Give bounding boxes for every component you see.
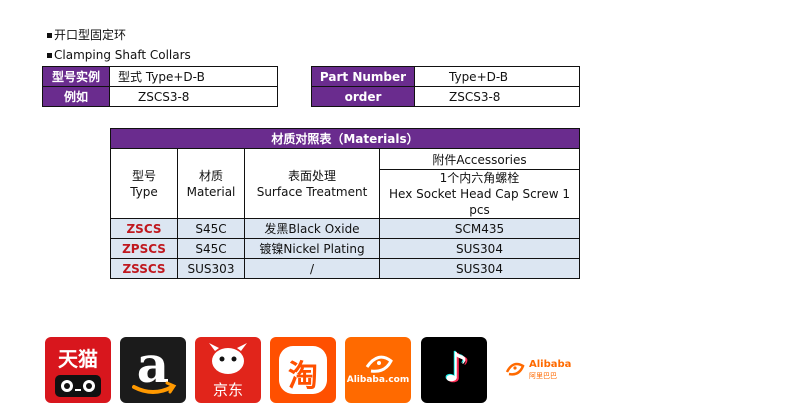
taobao-badge xyxy=(279,346,327,394)
tiktok-icon[interactable]: ♪ ♪ ♪ xyxy=(421,337,487,403)
table-row: ZPSCS S45C 镀镍Nickel Plating SUS304 xyxy=(110,238,580,259)
alibaba-en-label: Alibaba xyxy=(529,359,572,370)
col-type-cn: 型号 xyxy=(131,168,156,183)
tmall-icon[interactable]: 天猫 xyxy=(45,337,111,403)
row-type: ZSSCS xyxy=(110,258,178,279)
col-acc-sub-cn: 1个内六角螺栓 xyxy=(439,171,520,185)
col-material-cn: 材质 xyxy=(198,168,223,183)
row-material: SUS303 xyxy=(177,258,245,279)
alibaba-com-label: Alibaba.com xyxy=(346,375,410,385)
taobao-label: 淘 xyxy=(288,359,318,394)
tiktok-note-shadow: ♪ xyxy=(442,344,468,390)
col-material-header: 材质 Material xyxy=(177,148,245,219)
alibaba-smile-icon xyxy=(365,355,393,373)
example-cn-value-2: ZSCS3-8 xyxy=(109,86,278,107)
bullet-square-icon xyxy=(47,53,52,58)
col-type-en: Type xyxy=(130,184,158,199)
example-en-label-2: order xyxy=(311,86,415,107)
row-type: ZPSCS xyxy=(110,238,178,259)
amazon-icon[interactable]: a xyxy=(120,337,186,403)
col-acc-sub-en: Hex Socket Head Cap Screw 1 pcs xyxy=(389,187,570,217)
tmall-label: 天猫 xyxy=(58,347,98,371)
tiktok-note-shadow-red: ♪ xyxy=(445,346,471,392)
example-cn-label-1: 型号实例 xyxy=(42,66,110,87)
example-table-cn: 型号实例 型式 Type+D-B 例如 ZSCS3-8 xyxy=(42,66,278,107)
heading-cn-text: 开口型固定环 xyxy=(54,28,127,42)
alibaba-com-icon[interactable]: Alibaba.com xyxy=(345,337,411,403)
row-accessory: SUS304 xyxy=(379,238,580,259)
heading-cn: 开口型固定环 xyxy=(47,28,126,42)
row-surface: 发黑Black Oxide xyxy=(244,218,380,239)
heading-en-text: Clamping Shaft Collars xyxy=(54,48,191,62)
col-surface-header: 表面处理 Surface Treatment xyxy=(244,148,380,219)
row-type: ZSCS xyxy=(110,218,178,239)
col-surface-en: Surface Treatment xyxy=(256,184,368,199)
col-type-header: 型号 Type xyxy=(110,148,178,219)
materials-title: 材质对照表（Materials） xyxy=(110,128,580,149)
alibaba-cn-smile-icon xyxy=(505,362,525,376)
heading-en: Clamping Shaft Collars xyxy=(47,48,191,62)
example-en-value-2: ZSCS3-8 xyxy=(414,86,580,107)
row-material: S45C xyxy=(177,218,245,239)
jd-icon[interactable]: 京东 xyxy=(195,337,261,403)
amazon-smile-icon xyxy=(132,381,177,394)
row-surface: 镀镍Nickel Plating xyxy=(244,238,380,259)
jd-dog-icon xyxy=(209,343,247,374)
row-material: S45C xyxy=(177,238,245,259)
example-en-value-1: Type+D-B xyxy=(414,66,580,87)
example-table-en: Part Number Type+D-B order ZSCS3-8 xyxy=(311,66,580,107)
col-surface-cn: 表面处理 xyxy=(287,168,336,183)
amazon-label: a xyxy=(136,337,170,394)
col-accessories-header: 附件Accessories xyxy=(379,148,580,170)
bullet-square-icon xyxy=(47,33,52,38)
alibaba-cn-label: 阿里巴巴 xyxy=(529,372,557,380)
col-material-en: Material xyxy=(186,184,236,199)
col-accessories-sub: 1个内六角螺栓 Hex Socket Head Cap Screw 1 pcs xyxy=(379,169,580,219)
table-row: ZSSCS SUS303 / SUS304 xyxy=(110,258,580,279)
jd-label: 京东 xyxy=(212,381,243,399)
table-row: ZSCS S45C 发黑Black Oxide SCM435 xyxy=(110,218,580,239)
row-accessory: SCM435 xyxy=(379,218,580,239)
row-accessory: SUS304 xyxy=(379,258,580,279)
materials-table: 材质对照表（Materials） 型号 Type 材质 Material 表面处… xyxy=(110,128,580,279)
tmall-cat-face-icon xyxy=(55,375,101,397)
example-cn-value-1: 型式 Type+D-B xyxy=(109,66,278,87)
alibaba-cn-icon[interactable]: Alibaba 阿里巴巴 xyxy=(497,337,583,403)
example-cn-label-2: 例如 xyxy=(42,86,110,107)
tiktok-note: ♪ xyxy=(443,345,469,391)
row-surface: / xyxy=(244,258,380,279)
example-en-label-1: Part Number xyxy=(311,66,415,87)
taobao-icon[interactable]: 淘 xyxy=(270,337,336,403)
